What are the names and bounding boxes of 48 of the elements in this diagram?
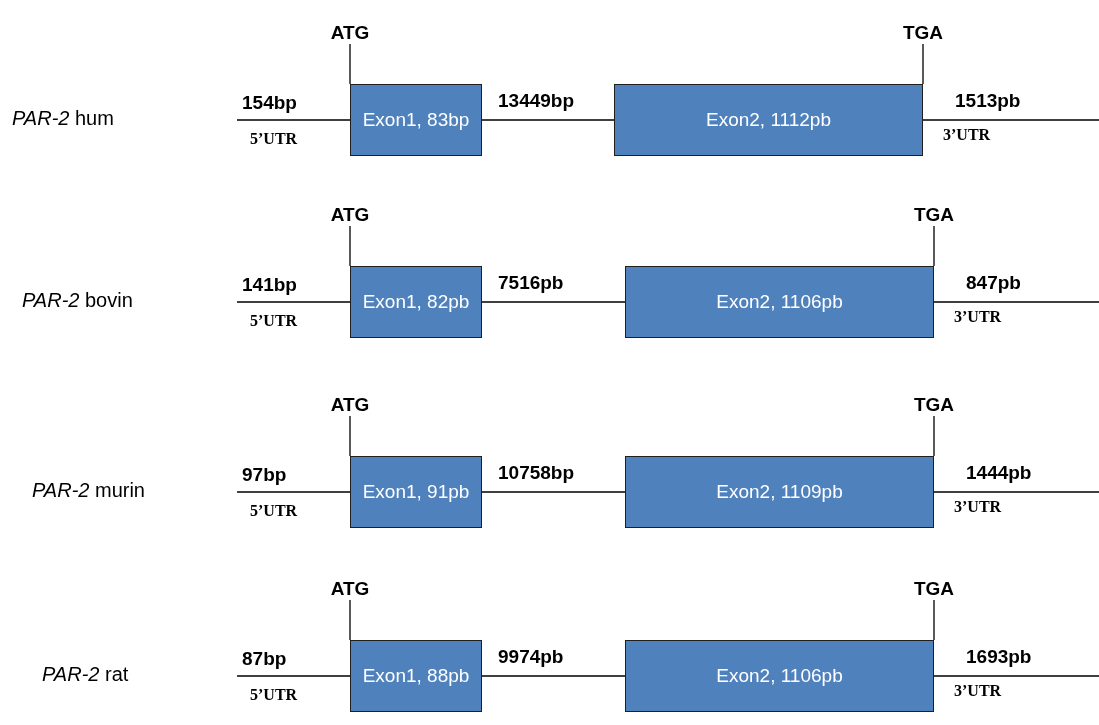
stop-codon-label: TGA [904, 204, 964, 226]
utr-line [236, 491, 351, 493]
gene-name: PAR-2 hum [12, 106, 114, 130]
exon-box: Exon2, 1106pb [625, 640, 934, 712]
stop-codon-label: TGA [904, 578, 964, 600]
region-label: 5’UTR [250, 312, 298, 330]
gene-name: PAR-2 rat [42, 662, 129, 686]
gene-name: PAR-2 bovin [22, 288, 133, 312]
start-codon-label: ATG [320, 578, 380, 600]
utr-line [236, 675, 351, 677]
utr-line [236, 301, 351, 303]
intron-line [481, 119, 615, 121]
leader-line [349, 43, 351, 85]
exon-box: Exon1, 88pb [350, 640, 482, 712]
intron-line [481, 675, 626, 677]
utr-line [922, 119, 1099, 121]
exon-box: Exon1, 82pb [350, 266, 482, 338]
utr-line [933, 675, 1099, 677]
leader-line [349, 415, 351, 457]
leader-line [933, 415, 935, 457]
region-label: 5’UTR [250, 686, 298, 704]
stop-codon-label: TGA [893, 22, 953, 44]
exon-box: Exon1, 83bp [350, 84, 482, 156]
start-codon-label: ATG [320, 394, 380, 416]
leader-line [349, 599, 351, 641]
leader-line [933, 599, 935, 641]
utr-line [933, 491, 1099, 493]
stop-codon-label: TGA [904, 394, 964, 416]
region-label: 5’UTR [250, 130, 298, 148]
leader-line [349, 225, 351, 267]
intron-line [481, 491, 626, 493]
start-codon-label: ATG [320, 204, 380, 226]
region-label: 3’UTR [954, 498, 1002, 516]
utr-line [236, 119, 351, 121]
exon-box: Exon2, 1109pb [625, 456, 934, 528]
exon-box: Exon2, 1112pb [614, 84, 923, 156]
region-label: 3’UTR [954, 308, 1002, 326]
leader-line [922, 43, 924, 85]
region-label: 3’UTR [943, 126, 991, 144]
region-label: 3’UTR [954, 682, 1002, 700]
region-label: 5’UTR [250, 502, 298, 520]
start-codon-label: ATG [320, 22, 380, 44]
utr-line [933, 301, 1099, 303]
intron-line [481, 301, 626, 303]
gene-name: PAR-2 murin [32, 478, 145, 502]
exon-box: Exon1, 91pb [350, 456, 482, 528]
leader-line [933, 225, 935, 267]
exon-box: Exon2, 1106pb [625, 266, 934, 338]
